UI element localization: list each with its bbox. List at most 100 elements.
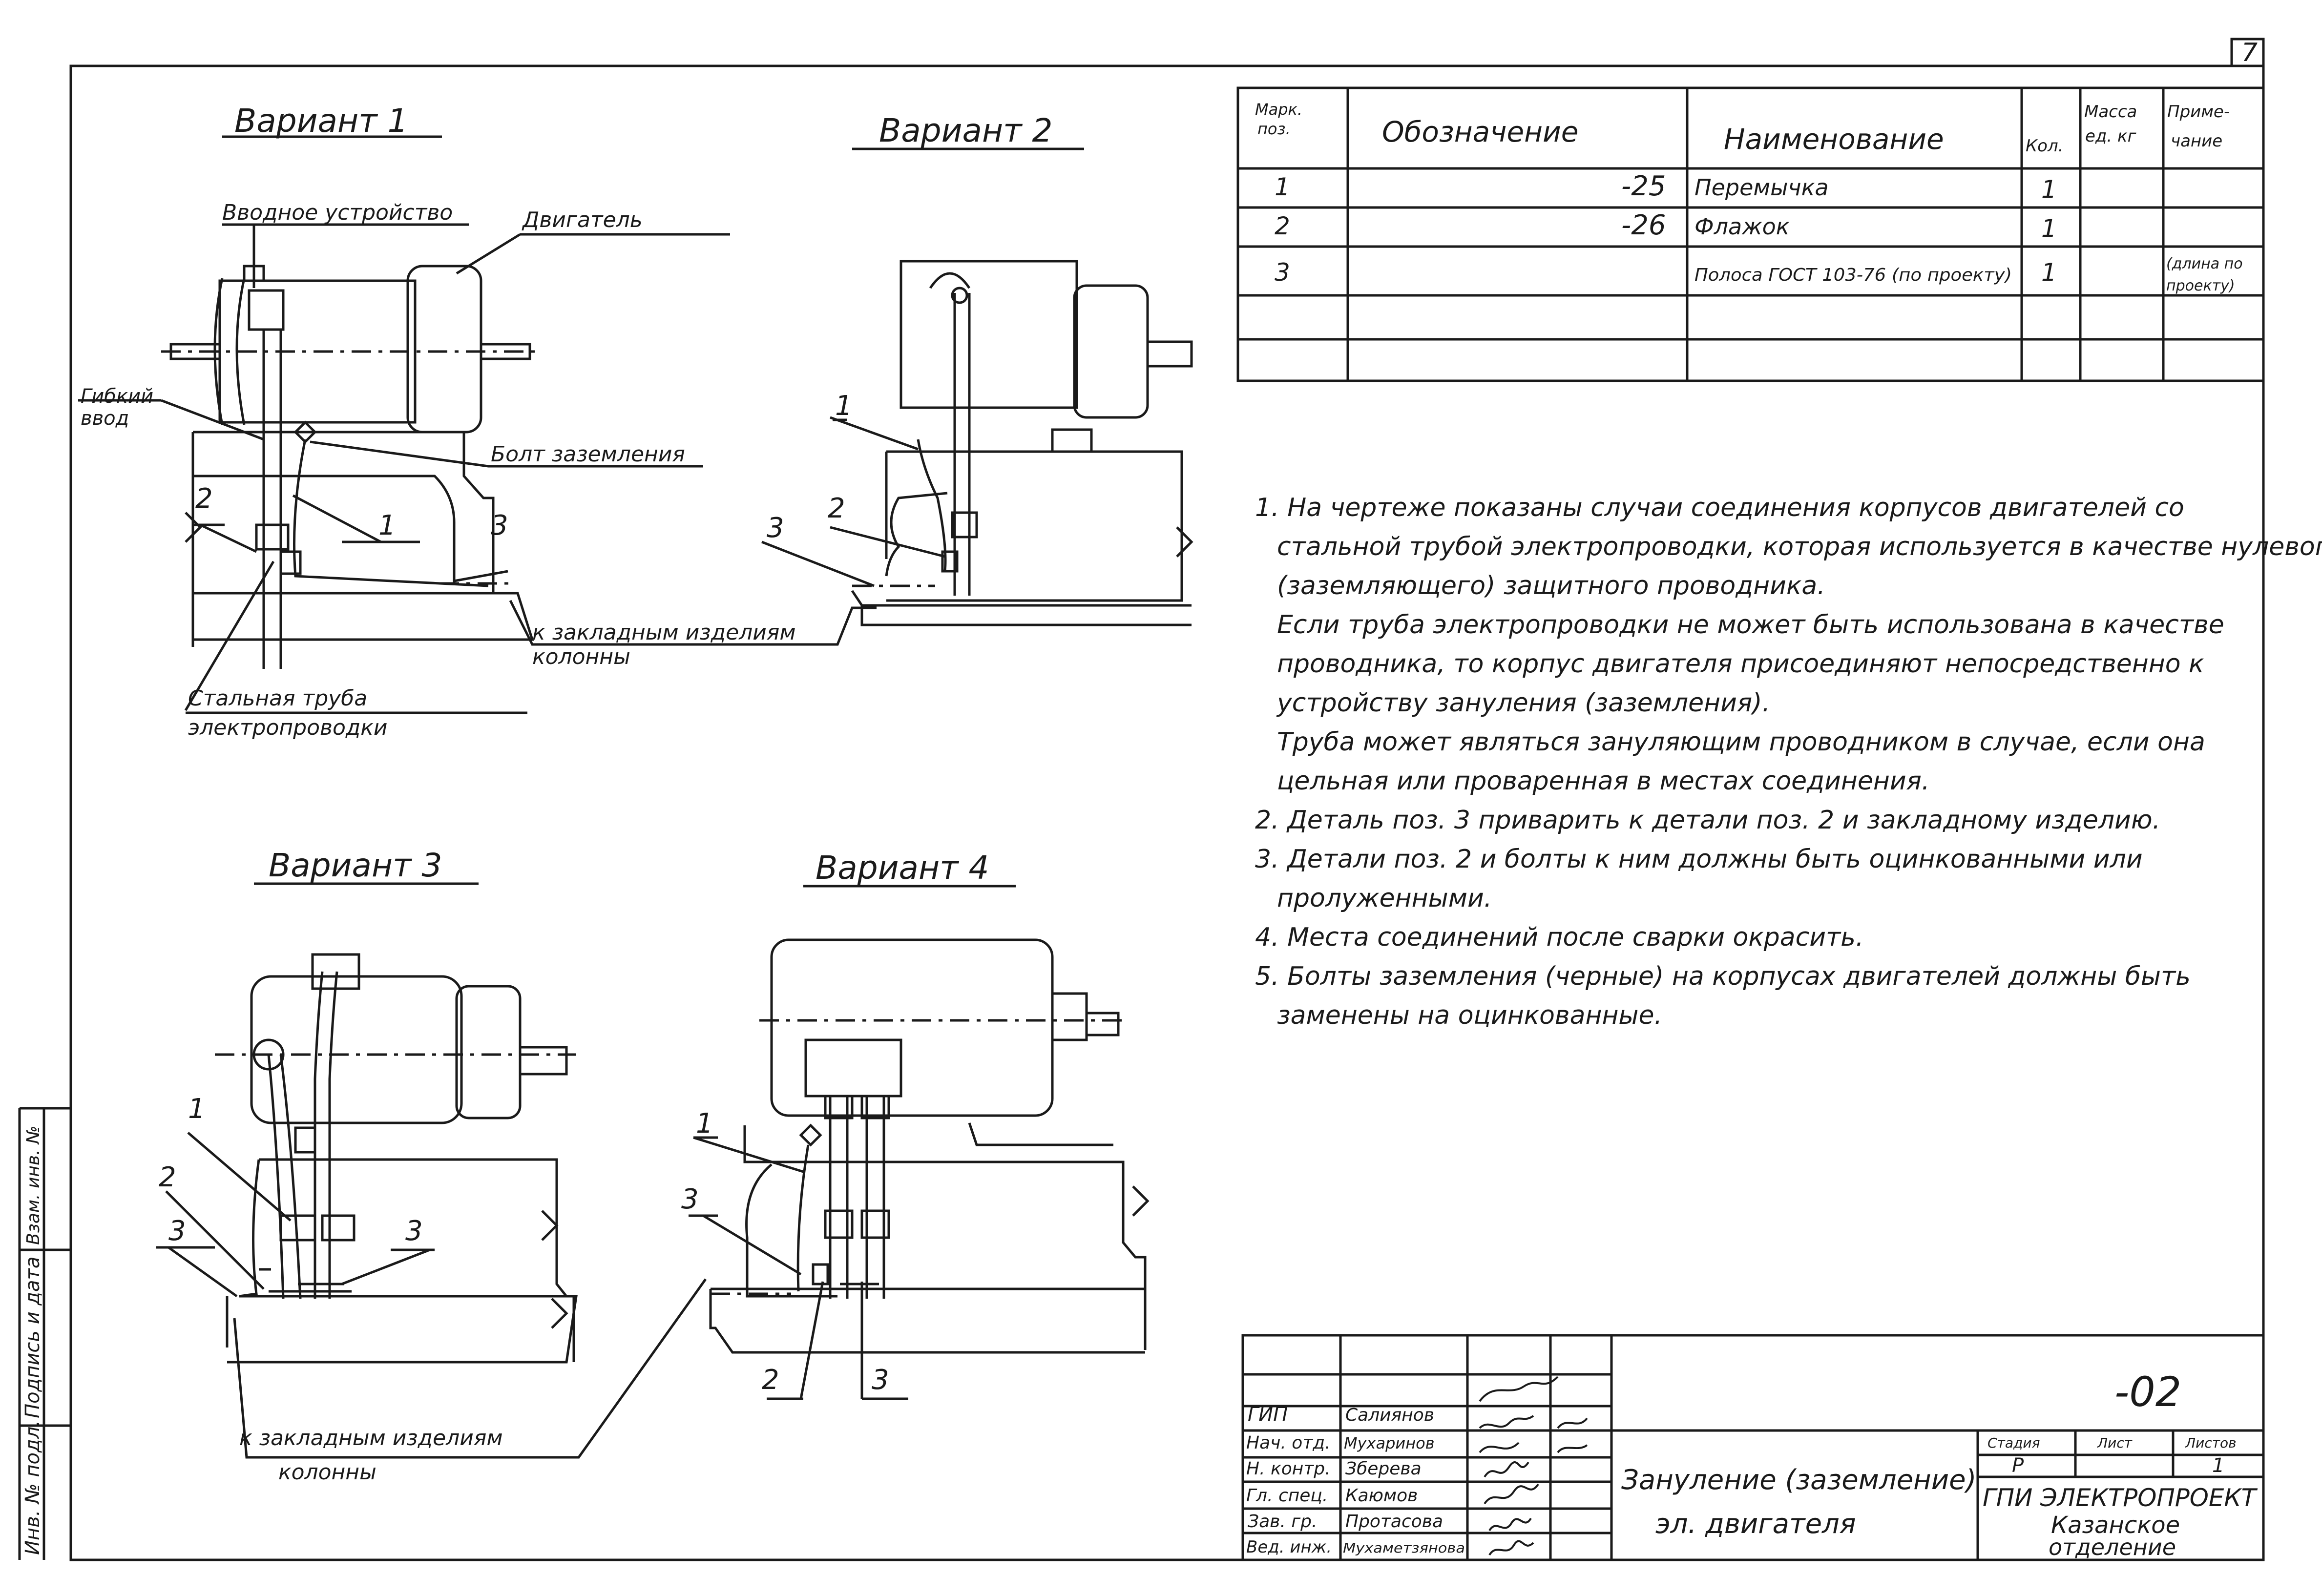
spec-header-mass-2: ед. кг [2085,126,2137,146]
v4-label-3a: 3 [681,1183,699,1215]
spec-row-1-pos: 1 [1275,173,1290,201]
sheet-number: 7 [2241,38,2258,67]
note-line: стальной трубой электропроводки, которая… [1277,532,2322,561]
v1-label-2: 2 [195,483,213,515]
spec-header-mass-1: Масса [2084,102,2137,122]
spec-row-3-qty: 1 [2041,258,2057,287]
staff-name-1: Мухаринов [1344,1434,1435,1452]
sheet-frame [69,64,2265,1561]
spec-row-3-pos: 3 [1275,258,1290,287]
signatures [1479,1376,1588,1556]
spec-header-note-1: Приме- [2167,102,2230,122]
label-steel-pipe-1: Стальная труба [188,686,367,711]
spec-row-2-name: Флажок [1694,213,1790,240]
sheets-value: 1 [2212,1454,2224,1477]
spec-row-2-pos: 2 [1275,212,1290,240]
variant-1-drawing [78,135,877,714]
staff-role-5: Вед. инж. [1246,1537,1332,1557]
staff-name-3: Каюмов [1345,1486,1418,1506]
variant-2-title: Вариант 2 [879,112,1053,149]
spec-header-designation: Обозначение [1382,115,1578,148]
strip-inv-no: Инв. № подл. [21,1420,44,1555]
label-embedded-1: к закладным изделиям [532,620,796,645]
v4-label-2: 2 [762,1364,779,1396]
note-line: цельная или проваренная в местах соедине… [1277,767,1930,796]
note-line: устройству зануления (заземления). [1277,688,1771,718]
note-line: 5. Болты заземления (черные) на корпусах… [1255,962,2191,991]
label-flexible-input-1: Гибкий [81,385,153,408]
v4-label-1: 1 [696,1108,713,1140]
note-line: 3. Детали поз. 2 и болты к ним должны бы… [1255,845,2143,874]
note-line: 2. Деталь поз. 3 приварить к детали поз.… [1255,806,2161,835]
spec-header-note-2: чание [2171,131,2222,151]
note-line: заменены на оцинкованные. [1277,1001,1663,1030]
variant-4-drawing [233,885,1150,1459]
v3-label-embedded-1: к закладным изделиям [239,1426,503,1451]
doc-title-1: Зануление (заземление) [1621,1464,1976,1496]
v1-label-3: 3 [491,510,508,541]
spec-row-3-note-2: проекту) [2166,277,2235,294]
label-input-device: Вводное устройство [222,200,453,225]
org-name-2: Казанское [2051,1512,2180,1539]
v2-label-3: 3 [767,512,784,544]
v3-label-embedded-2: колонны [278,1460,377,1485]
staff-name-0: Салиянов [1345,1405,1434,1425]
variant-3-title: Вариант 3 [269,847,442,884]
spec-row-1-designation: -25 [1621,170,1666,202]
stage-label: Стадия [1987,1435,2040,1451]
variant-1-title: Вариант 1 [234,102,408,140]
label-flexible-input-2: ввод [81,407,129,430]
staff-name-5: Мухаметзянова [1343,1540,1465,1556]
stage-value: Р [2012,1454,2024,1477]
variant-2-drawing [761,147,1193,626]
note-line: (заземляющего) защитного проводника. [1277,571,1825,601]
staff-role-4: Зав. гр. [1248,1512,1317,1532]
staff-role-1: Нач. отд. [1246,1433,1331,1453]
left-strip-frame [18,1107,71,1560]
spec-table-grid [1236,86,2265,382]
org-name-1: ГПИ ЭЛЕКТРОПРОЕКТ [1983,1484,2258,1512]
sheet-label: Лист [2097,1435,2133,1451]
v1-label-1: 1 [378,510,396,541]
general-notes: 1. На чертеже показаны случаи соединения… [1255,488,2322,1035]
strip-sign-date: Подпись и дата [21,1257,44,1418]
spec-header-pos-1: Марк. [1255,100,1302,119]
spec-row-2-designation: -26 [1621,209,1666,241]
spec-row-1-name: Перемычка [1694,174,1829,201]
note-line: 1. На чертеже показаны случаи соединения… [1255,493,2184,522]
staff-role-3: Гл. спец. [1246,1486,1328,1506]
label-ground-bolt: Болт заземления [491,442,685,467]
v3-label-3b: 3 [405,1215,423,1247]
sheets-label: Листов [2185,1435,2237,1451]
title-block-grid [1241,1334,2265,1561]
v3-label-3a: 3 [168,1215,186,1247]
v2-label-2: 2 [828,493,845,524]
doc-title-2: эл. двигателя [1655,1508,1856,1540]
spec-row-2-qty: 1 [2041,214,2057,243]
note-line: 4. Места соединений после сварки окрасит… [1255,923,1864,952]
staff-role-0: ГИП [1248,1403,1288,1426]
staff-name-2: Зберева [1345,1459,1422,1479]
doc-code: -02 [2114,1368,2181,1416]
org-name-3: отделение [2049,1534,2176,1560]
note-line: Труба может являться зануляющим проводни… [1277,727,2205,757]
label-steel-pipe-2: электропроводки [188,715,387,740]
spec-row-3-name: Полоса ГОСТ 103-76 (по проекту) [1694,265,2012,285]
staff-role-2: Н. контр. [1246,1459,1331,1479]
note-line: проводника, то корпус двигателя присоеди… [1277,649,2204,679]
sheet-number-box [2230,38,2265,66]
spec-row-3-note-1: (длина по [2166,255,2243,272]
label-embedded-2: колонны [532,644,630,669]
staff-name-4: Протасова [1345,1512,1443,1532]
spec-header-qty: Кол. [2026,136,2063,156]
label-motor: Двигатель [522,207,643,232]
spec-header-name: Наименование [1724,123,1944,156]
variant-3-drawing [156,882,578,1364]
v4-label-3b: 3 [872,1364,889,1396]
note-line: пролуженными. [1277,884,1492,913]
v3-label-1: 1 [188,1093,206,1125]
note-line: Если труба электропроводки не может быть… [1277,610,2224,640]
strip-replace-inv: Взам. инв. № [23,1126,43,1245]
